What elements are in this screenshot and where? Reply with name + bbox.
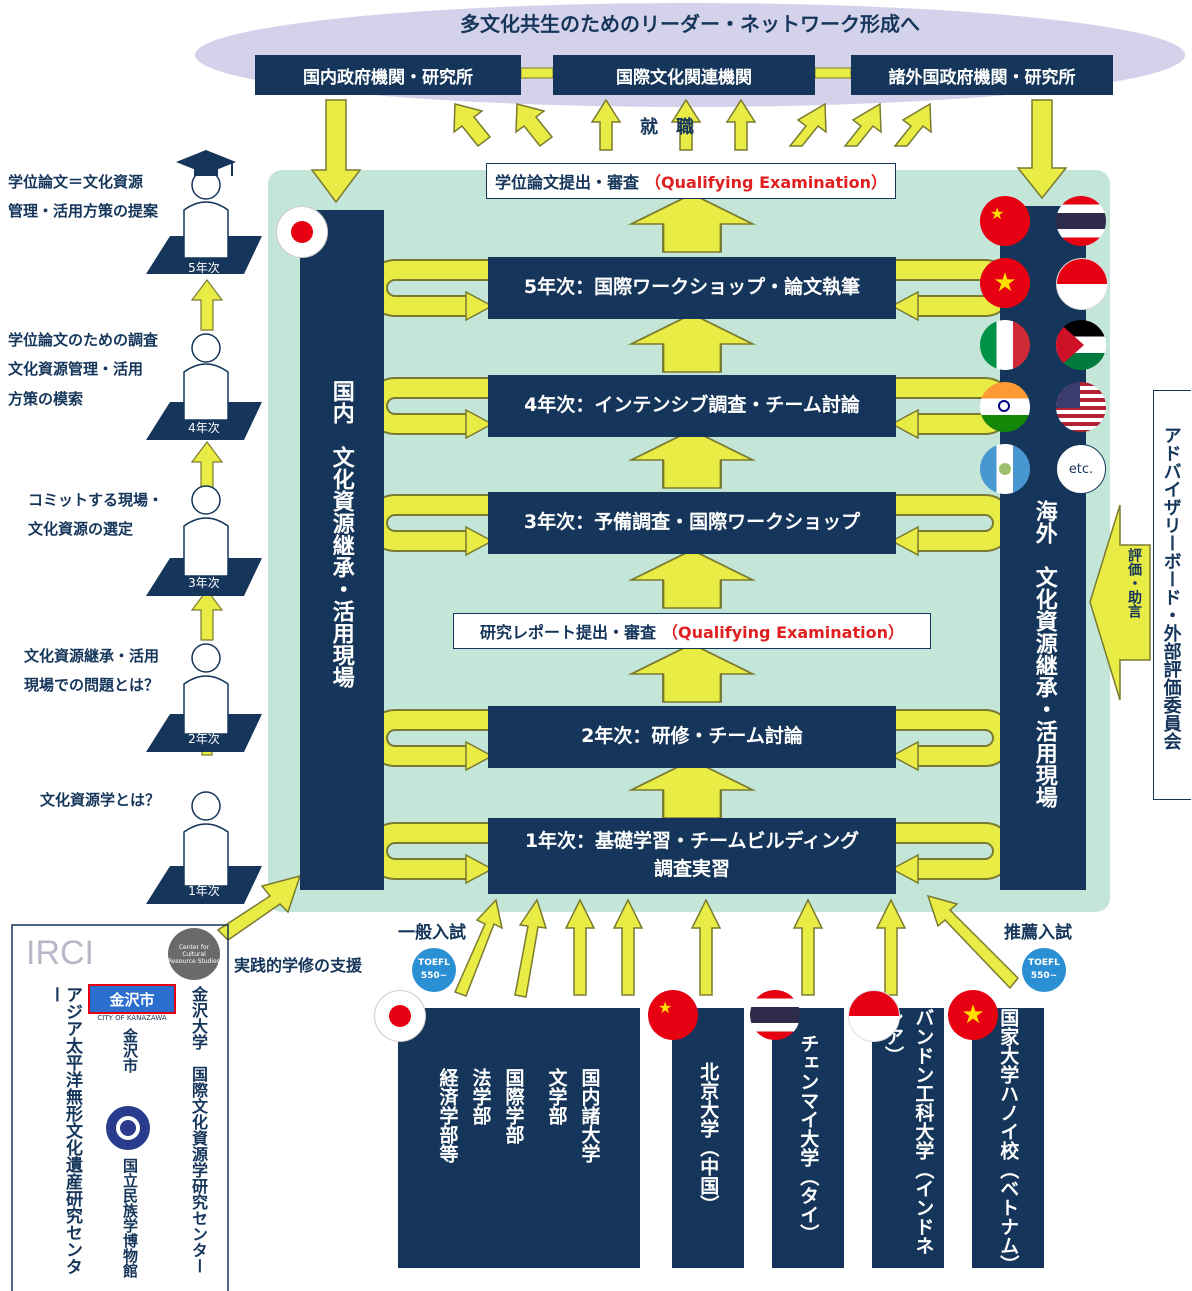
faculty-international: 国際学部 <box>502 1068 525 1144</box>
ladder-label-4: 学位論文のための調査文化資源管理・活用方策の模索 <box>8 331 159 408</box>
indonesia-flag-icon <box>848 990 900 1042</box>
stage-year-5: 5年次：国際ワークショップ・論文執筆 <box>488 257 896 319</box>
domestic-gov-box: 国内政府機関・研究所 <box>255 55 521 95</box>
partners-frame <box>11 924 229 1291</box>
network-title: 多文化共生のためのリーダー・ネットワーク形成へ <box>460 12 920 36</box>
kanazawa-city-logo: 金沢市 <box>88 984 176 1014</box>
vietnam-flag-icon: ★ <box>948 990 998 1040</box>
advisory-board <box>1153 390 1191 800</box>
guatemala-flag-icon <box>980 444 1030 494</box>
advisory-arrow-label: 評価・助言 <box>1126 548 1142 618</box>
vietnam-flag-icon: ★ <box>980 258 1030 308</box>
etc-label: etc. <box>1068 461 1094 477</box>
japan-flag-icon <box>276 206 328 258</box>
irci-logo: IRCI <box>26 934 94 972</box>
stage-year-1-line1: 1年次：基礎学習・チームビルディング <box>524 830 860 853</box>
china-flag-icon: ★ <box>980 196 1030 246</box>
support-arrow <box>216 874 302 941</box>
ladder-label-3: コミットする現場・文化資源の選定 <box>28 491 164 539</box>
report-exam-box: 研究レポート提出・審査 （Qualifying Examination） <box>453 613 931 649</box>
general-admission-label: 一般入試 <box>398 923 466 943</box>
stage-year-1-line2: 調査実習 <box>653 858 730 880</box>
qualifying-exam-label: （Qualifying Examination） <box>645 173 887 192</box>
support-label: 実践的学修の支援 <box>234 956 363 975</box>
qualifying-exam-label: （Qualifying Examination） <box>662 623 904 642</box>
ladder-year-3: 3年次 <box>188 576 220 590</box>
university-bandung: バンドン工科大学（インドネシア） <box>872 1008 944 1268</box>
ladder-label-5: 学位論文＝文化資源管理・活用方策の提案 <box>8 173 159 221</box>
ladder-arrows <box>190 279 224 756</box>
overseas-column-label: 海外 文化資源継承・活用現場 <box>1031 500 1057 808</box>
stage-year-1: 1年次：基礎学習・チームビルディング 調査実習 <box>488 818 896 894</box>
minpaku-name: 国立民族学博物館 <box>121 1158 139 1278</box>
center-logo: Center for Cultural Resource Studies <box>168 928 220 980</box>
domestic-universities-name: 国内諸大学 <box>578 1068 601 1163</box>
ladder-label-1: 文化資源学とは？ <box>40 791 161 809</box>
dissertation-exam-box: 学位論文提出・審査 （Qualifying Examination） <box>486 163 896 199</box>
down-arrows <box>310 99 1068 204</box>
advisory-board-label: アドバイザリーボード・外部評価委員会 <box>1160 426 1182 750</box>
thailand-flag-icon <box>1056 196 1106 246</box>
faculty-law: 法学部 <box>469 1068 492 1125</box>
dissertation-exam-label: 学位論文提出・審査 <box>495 173 640 192</box>
ladder-year-1: 1年次 <box>188 884 220 898</box>
etc-flag-placeholder: etc. <box>1056 444 1106 494</box>
ladder-label-2: 文化資源継承・活用現場での問題とは？ <box>24 647 160 695</box>
student-figures <box>183 170 229 887</box>
university-peking: 北京大学（中国） <box>672 1008 744 1268</box>
ladder-year-4: 4年次 <box>188 421 220 435</box>
domestic-column-label: 国内 文化資源継承・活用現場 <box>328 380 354 688</box>
irci-name: アジア太平洋無形文化遺産研究センター <box>45 986 82 1275</box>
employment-label: 就 職 <box>640 117 694 138</box>
kanazawa-city-sub: CITY OF KANAZAWA <box>97 1014 167 1022</box>
report-exam-label: 研究レポート提出・審査 <box>480 623 657 642</box>
ladder-year-2: 2年次 <box>188 732 220 746</box>
stage-year-2: 2年次：研修・チーム討論 <box>488 706 896 768</box>
ladder-year-5: 5年次 <box>188 261 220 275</box>
stage-year-4: 4年次：インテンシブ調査・チーム討論 <box>488 375 896 437</box>
graduation-cap-icon <box>176 150 236 176</box>
india-flag-icon <box>980 382 1030 432</box>
domestic-column <box>300 210 384 890</box>
domestic-universities: 国内諸大学 文学部 国際学部 法学部 経済学部等 <box>398 1008 640 1268</box>
kanazawa-city-name: 金沢市 <box>121 1028 139 1073</box>
university-bandung-label: バンドン工科大学（インドネシア） <box>882 1008 935 1255</box>
intl-culture-box: 国際文化関連機関 <box>553 55 815 95</box>
china-flag-icon: ★ <box>648 990 698 1040</box>
university-hanoi: 国家大学ハノイ校（ベトナム） <box>972 1008 1044 1274</box>
japan-flag-icon <box>374 990 426 1042</box>
employment-arrows <box>453 98 932 151</box>
thailand-flag-icon <box>750 990 800 1040</box>
recommended-admission-label: 推薦入試 <box>1004 923 1072 943</box>
kanazawa-univ-name: 金沢大学 国際文化資源学研究センター <box>189 986 208 1274</box>
indonesia-flag-icon <box>1056 258 1108 310</box>
admission-arrows <box>453 894 1020 998</box>
usa-flag-icon <box>1056 382 1106 432</box>
faculty-literature: 文学部 <box>545 1068 568 1125</box>
university-chiang-mai: チェンマイ大学（タイ） <box>772 1008 844 1268</box>
jordan-flag-icon <box>1056 320 1106 370</box>
stage-year-3: 3年次：予備調査・国際ワークショップ <box>488 492 896 554</box>
advisory-arrow <box>1089 504 1151 701</box>
italy-flag-icon <box>980 320 1030 370</box>
foreign-gov-box: 諸外国政府機関・研究所 <box>851 55 1113 95</box>
faculty-economics: 経済学部等 <box>436 1068 459 1163</box>
